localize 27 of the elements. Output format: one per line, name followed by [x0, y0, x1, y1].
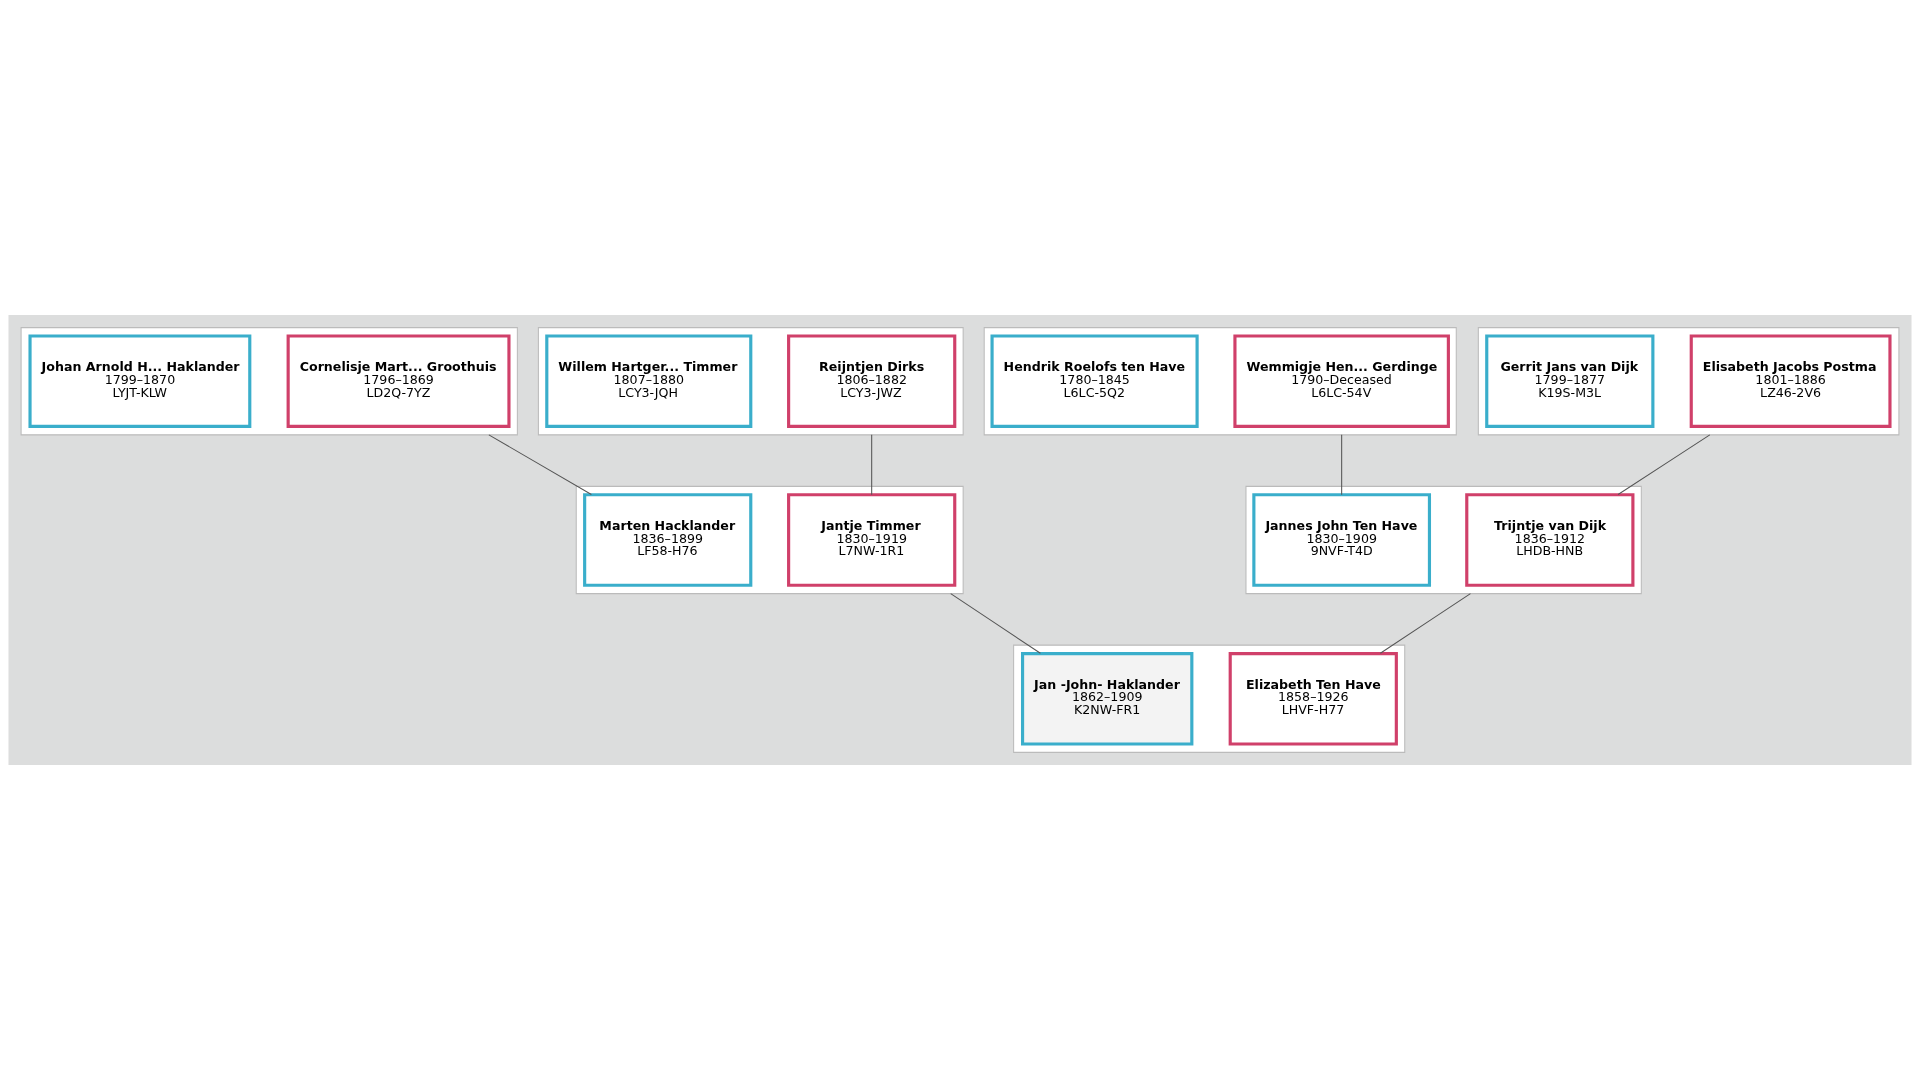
node-box: Wemmigje Hen... Gerdinge 1790–Deceased L6LC-54V	[1233, 334, 1450, 429]
node-box: Jannes John Ten Have 1830–1909 9NVF-T4D	[1252, 493, 1432, 587]
node-box: Trijntje van Dijk 1836–1912 LHDB-HNB	[1465, 493, 1635, 587]
cluster	[575, 485, 964, 595]
connector	[1379, 593, 1471, 654]
node-box: Johan Arnold H... Haklander 1799–1870 LYJT-KLW	[28, 334, 252, 429]
cluster	[1245, 485, 1642, 595]
node-box: Gerrit Jans van Dijk 1799–1877 K19S-M3L	[1485, 334, 1655, 429]
connector	[1617, 434, 1711, 496]
cluster	[1013, 644, 1406, 753]
node-box: Cornelisje Mart... Groothuis 1796–1869 LD2Q-7YZ	[286, 334, 511, 429]
node-box: Elizabeth Ten Have 1858–1926 LHVF-H77	[1228, 651, 1398, 746]
cluster	[20, 327, 518, 436]
node-box: Jantje Timmer 1830–1919 L7NW-1R1	[787, 493, 957, 587]
connector	[1341, 434, 1343, 496]
node-box: Willem Hartger... Timmer 1807–1880 LCY3-JQH	[545, 334, 753, 429]
node-box: Elisabeth Jacobs Postma 1801–1886 LZ46-2V6	[1689, 334, 1892, 429]
node-box: Marten Hacklander 1836–1899 LF58-H76	[583, 493, 753, 587]
connector	[488, 434, 592, 496]
connector	[950, 593, 1041, 654]
node-box: Jan -John- Haklander 1862–1909 K2NW-FR1	[1021, 651, 1194, 746]
cluster	[1477, 327, 1900, 436]
cluster	[537, 327, 964, 436]
node-box: Reijntjen Dirks 1806–1882 LCY3-JWZ	[787, 334, 957, 429]
node-box: Hendrik Roelofs ten Have 1780–1845 L6LC-5Q2	[990, 334, 1199, 429]
connector	[871, 434, 873, 496]
cluster	[983, 327, 1457, 436]
